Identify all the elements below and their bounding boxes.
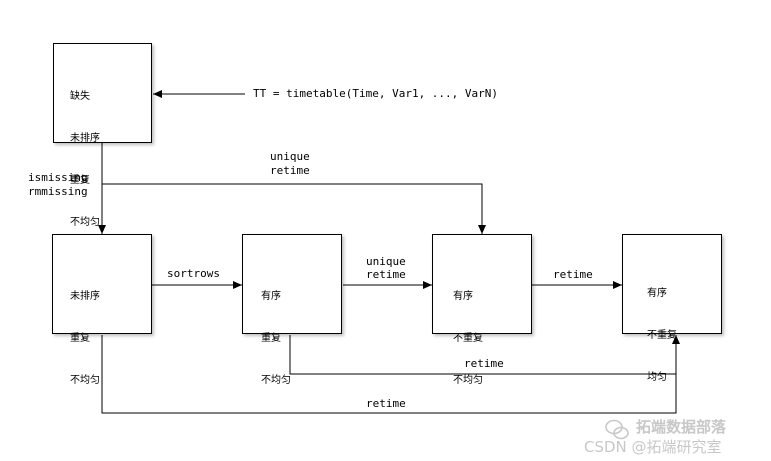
box-sorted-line: 不均匀 xyxy=(261,375,291,386)
box-unsorted-text: 未排序 重复 不均匀 xyxy=(70,262,100,402)
box-unsorted-line: 重复 xyxy=(70,333,90,344)
label-unique-mid: unique xyxy=(366,255,406,268)
box-unique xyxy=(432,234,532,334)
box-source-line: 未排序 xyxy=(70,133,100,144)
box-unique-line: 不均匀 xyxy=(453,375,483,386)
arrow-retime-low xyxy=(289,335,680,375)
box-unique-text: 有序 不重复 不均匀 xyxy=(453,262,483,402)
box-sorted-line: 重复 xyxy=(261,333,281,344)
box-regular-line: 均匀 xyxy=(647,372,667,383)
label-unique-top: unique xyxy=(270,150,310,163)
watermark-credit: CSDN @拓端研究室 xyxy=(584,438,722,456)
label-retime-low: retime xyxy=(464,357,504,370)
label-rmmissing: rmmissing xyxy=(28,185,88,198)
box-unsorted-line: 未排序 xyxy=(70,291,100,302)
wechat-logo-icon xyxy=(605,419,629,440)
label-retime-mid: retime xyxy=(366,268,406,281)
box-sorted-line: 有序 xyxy=(261,291,281,302)
label-retime-right: retime xyxy=(553,268,593,281)
box-sorted xyxy=(242,234,342,334)
box-source-line: 缺失 xyxy=(70,91,90,102)
label-retime-top: retime xyxy=(270,164,310,177)
box-source-line: 重复 xyxy=(70,175,90,186)
box-unique-line: 有序 xyxy=(453,291,473,302)
label-ismissing: ismissing xyxy=(28,171,88,184)
box-regular-text: 有序 不重复 均匀 xyxy=(647,259,677,399)
arrow-retime-bottom xyxy=(101,335,677,414)
box-unsorted-line: 不均匀 xyxy=(70,375,100,386)
box-source xyxy=(53,43,152,143)
box-sorted-text: 有序 重复 不均匀 xyxy=(261,262,291,402)
box-regular-line: 不重复 xyxy=(647,330,677,341)
box-regular xyxy=(622,234,722,334)
box-regular-line: 有序 xyxy=(647,288,667,299)
box-unsorted xyxy=(52,234,152,334)
label-constructor: TT = timetable(Time, Var1, ..., VarN) xyxy=(253,87,499,100)
label-retime-bottom: retime xyxy=(366,397,406,410)
box-source-text: 缺失 未排序 重复 不均匀 xyxy=(70,62,100,244)
box-source-line: 不均匀 xyxy=(70,217,100,228)
arrow-unique-retime-top xyxy=(102,183,486,234)
label-sortrows: sortrows xyxy=(167,267,220,280)
watermark-brand: 拓端数据部落 xyxy=(636,418,727,436)
box-unique-line: 不重复 xyxy=(453,333,483,344)
